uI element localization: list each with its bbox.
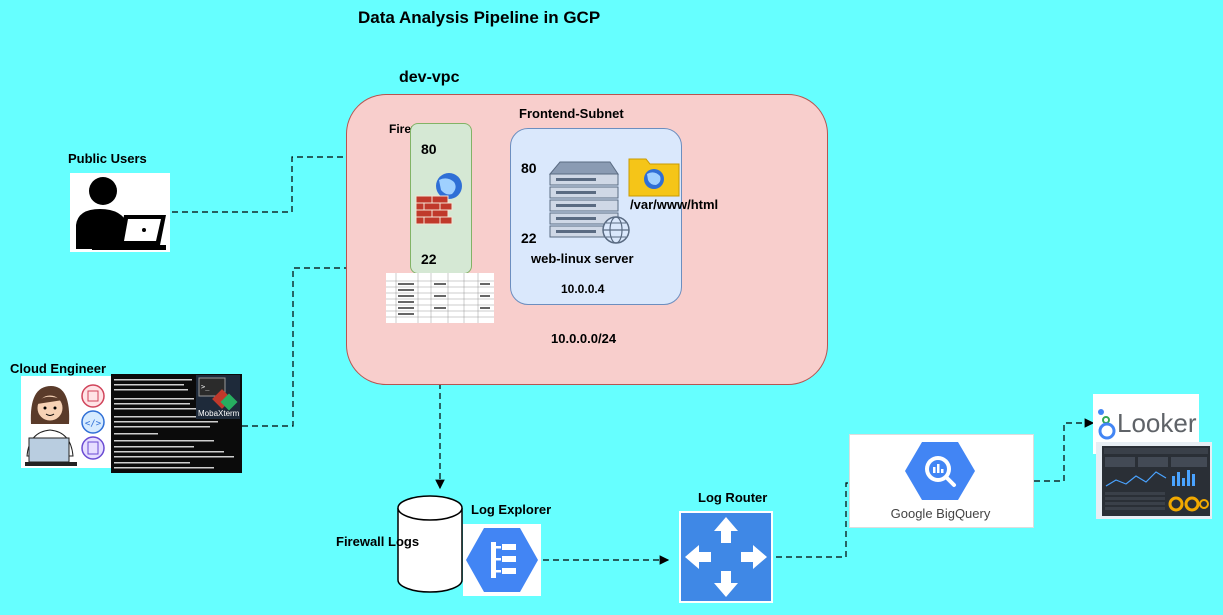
- bigquery-hexagon-icon: [905, 442, 975, 500]
- log-explorer-label: Log Explorer: [471, 502, 552, 517]
- user-at-laptop-icon: [70, 173, 170, 252]
- svg-text:>_: >_: [201, 383, 210, 391]
- looker-logo-icon: [1098, 409, 1116, 440]
- web-folder-icon: [628, 158, 680, 197]
- brick-wall-globe-icon: [415, 173, 462, 225]
- looker-label: Looker: [1117, 408, 1197, 438]
- mobaxterm-label: MobaXterm: [198, 409, 240, 418]
- vpc-label: dev-vpc: [399, 69, 460, 86]
- log-router-label: Log Router: [698, 490, 768, 505]
- svg-text:</>: </>: [85, 419, 102, 429]
- log-explorer-hexagon-icon: [463, 524, 541, 596]
- firewall-port-80: 80: [421, 141, 437, 157]
- public-users-label: Public Users: [68, 151, 147, 166]
- diagram-title: Data Analysis Pipeline in GCP: [358, 8, 601, 27]
- server-label: web-linux server: [531, 251, 634, 266]
- server-port-22: 22: [521, 230, 537, 246]
- web-root-path: /var/www/html: [630, 197, 719, 212]
- bigquery-label: Google BigQuery: [890, 506, 991, 521]
- mobaxterm-terminal-screenshot: >_ MobaXterm: [111, 374, 242, 473]
- subnet-label: Frontend-Subnet: [519, 106, 624, 121]
- firewall-logs-label: Firewall Logs: [336, 534, 420, 549]
- vpc-cidr: 10.0.0.0/24: [551, 331, 617, 346]
- looker-dashboard-thumbnail: [1096, 442, 1212, 519]
- engineer-avatar-icon: </>: [21, 376, 111, 468]
- cloud-engineer-label: Cloud Engineer: [10, 361, 107, 376]
- server-ip: 10.0.0.4: [561, 282, 605, 296]
- server-rack-icon: [548, 161, 630, 244]
- router-arrows-icon: [679, 511, 773, 603]
- server-port-80: 80: [521, 160, 537, 176]
- firewall-port-22: 22: [421, 251, 437, 267]
- firewall-rules-table-thumbnail: [386, 273, 494, 323]
- bigquery-to-looker-connector: [1034, 418, 1095, 482]
- cylinder-database-icon: [397, 495, 463, 593]
